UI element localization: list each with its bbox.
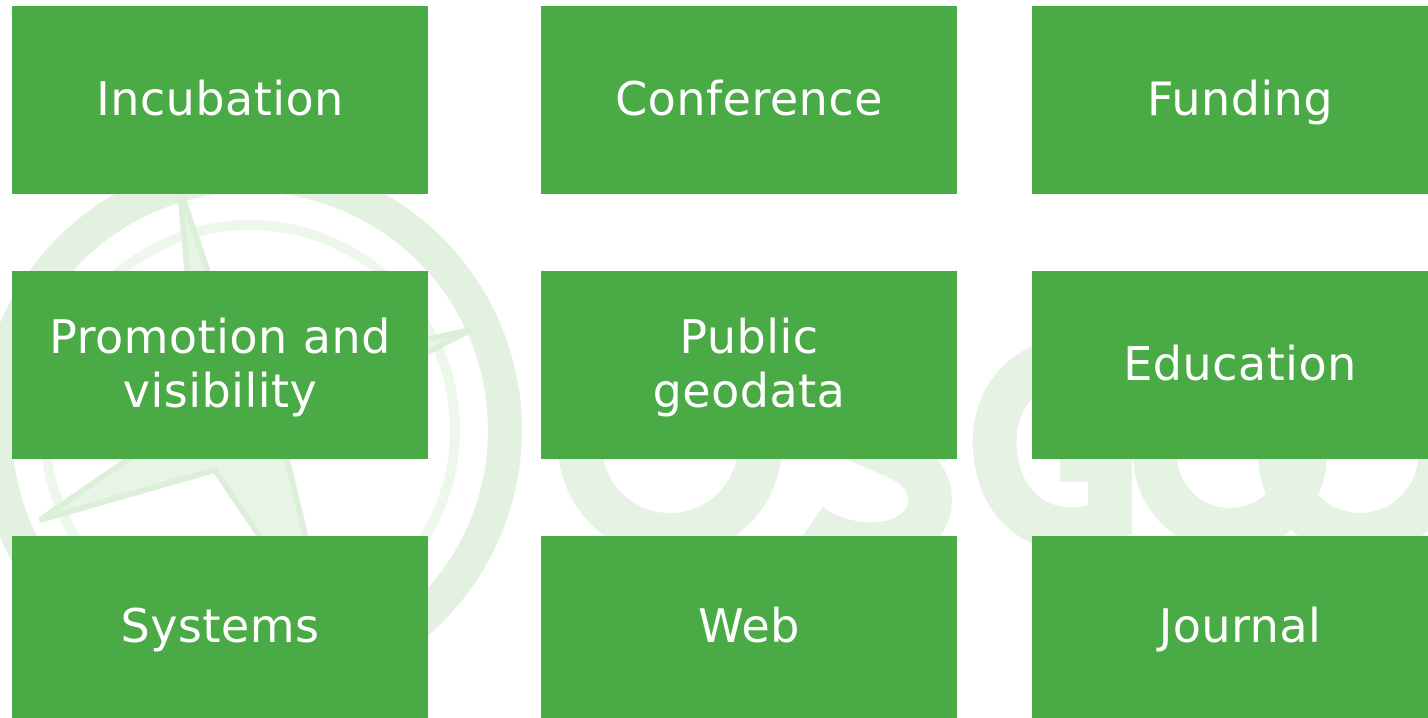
tile-incubation: Incubation bbox=[12, 6, 428, 194]
tile-label: Web bbox=[698, 599, 800, 654]
tile-label: Systems bbox=[120, 599, 320, 654]
tile-public-geodata: Public geodata bbox=[541, 271, 957, 459]
tile-systems: Systems bbox=[12, 536, 428, 718]
tile-education: Education bbox=[1032, 271, 1428, 459]
tile-label: Funding bbox=[1146, 72, 1334, 127]
tile-conference: Conference bbox=[541, 6, 957, 194]
tile-journal: Journal bbox=[1032, 536, 1428, 718]
tile-promotion-and-visibility: Promotion and visibility bbox=[12, 271, 428, 459]
tile-label: Public geodata bbox=[652, 310, 846, 418]
tile-web: Web bbox=[541, 536, 957, 718]
tile-label: Journal bbox=[1158, 599, 1322, 654]
tile-label: Education bbox=[1123, 337, 1357, 392]
tile-label: Promotion and visibility bbox=[49, 310, 391, 418]
tile-label: Incubation bbox=[96, 72, 344, 127]
tile-funding: Funding bbox=[1032, 6, 1428, 194]
tile-label: Conference bbox=[615, 72, 883, 127]
